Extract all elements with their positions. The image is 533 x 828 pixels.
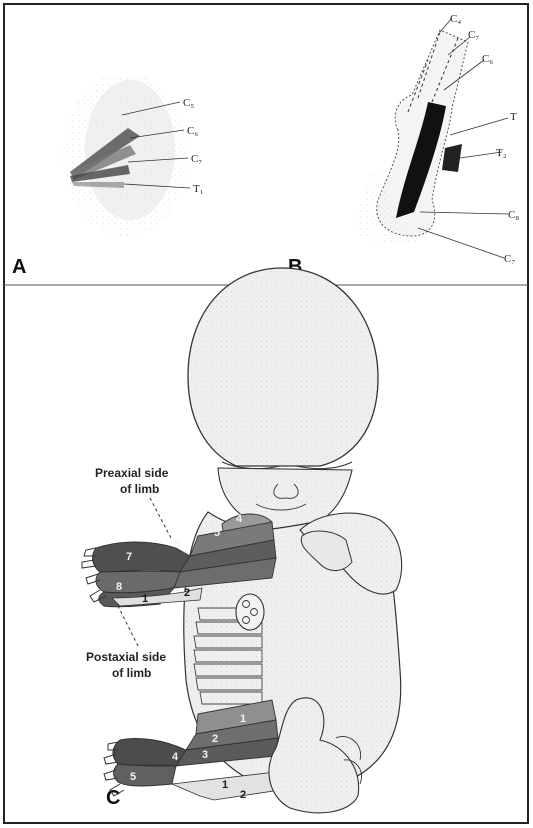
panel-b-label-c6: C₆	[482, 53, 493, 65]
panel-b-label-c7-top: C₇	[468, 29, 479, 41]
upper-num-2: 2	[184, 587, 190, 599]
preaxial-label-line2: of limb	[120, 482, 159, 496]
panel-b-label-c8: C₈	[508, 209, 519, 221]
lower-num-4: 4	[172, 751, 179, 763]
panel-b-label-c4: C₄	[450, 13, 461, 25]
preaxial-leader	[150, 498, 172, 540]
panel-a-label-c7: C₇	[191, 153, 202, 165]
lower-num-5: 5	[130, 771, 136, 783]
panel-b: C₄ C₇ C₆ T T₂ C₈ C₇ B	[288, 13, 519, 278]
lower-num-1b: 1	[222, 779, 228, 791]
panel-a-label-c5: C₅	[183, 97, 194, 109]
upper-num-7: 7	[126, 551, 132, 563]
panel-b-label-c7-bottom: C₇	[504, 253, 515, 265]
panel-c-lower-limb	[104, 700, 280, 800]
panel-b-label-t2: T₂	[496, 147, 507, 159]
upper-num-6: 6	[174, 539, 180, 551]
postaxial-leader	[118, 606, 138, 646]
postaxial-label-line1: Postaxial side	[86, 650, 166, 664]
panel-c-umbilical-cord	[236, 594, 264, 630]
upper-num-4: 4	[236, 513, 243, 525]
upper-num-5: 5	[214, 527, 220, 539]
upper-num-8: 8	[116, 581, 122, 593]
panel-a-label-c6: C₆	[187, 125, 198, 137]
lower-num-2b: 2	[240, 789, 246, 801]
postaxial-label-line2: of limb	[112, 666, 151, 680]
lower-num-3: 3	[202, 749, 208, 761]
upper-num-1: 1	[142, 593, 148, 605]
panel-a-letter: A	[12, 256, 26, 278]
lower-num-2: 2	[212, 733, 218, 745]
preaxial-label-line1: Preaxial side	[95, 466, 169, 480]
panel-b-dermatome-t2	[442, 144, 462, 172]
panel-a: C₅ C₆ C₇ T₁ A	[12, 73, 204, 278]
panel-c-letter: C	[106, 787, 120, 809]
lower-num-1: 1	[240, 713, 246, 725]
panel-c-head	[188, 268, 378, 466]
panel-c: C	[82, 268, 402, 813]
panel-a-label-t1: T₁	[193, 183, 204, 195]
panel-b-label-t: T	[510, 111, 517, 123]
